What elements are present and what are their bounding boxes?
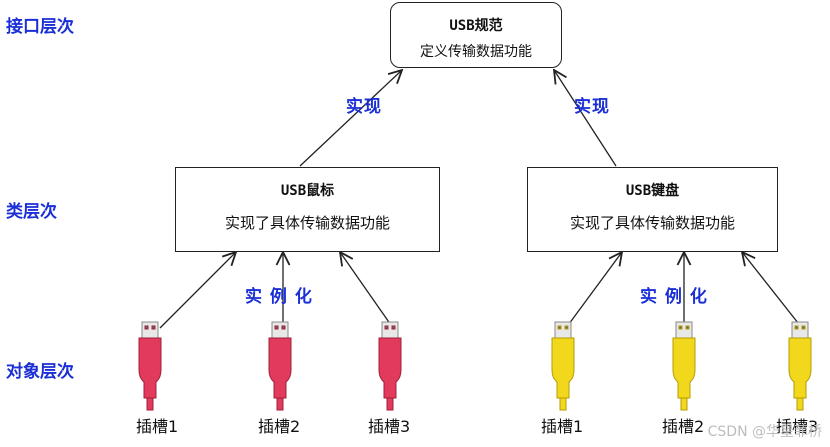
usb-spec-desc: 定义传输数据功能 (420, 44, 532, 60)
edge-label-instantiate-right: 实 例 化 (640, 287, 708, 307)
usb-mouse-title: USB鼠标 (280, 183, 335, 199)
slot-label-mouse-1: 插槽1 (136, 417, 179, 436)
usb-keyboard-desc: 实现了具体传输数据功能 (569, 214, 735, 232)
layer-label-object: 对象层次 (6, 362, 74, 382)
arrow-mouse-to-spec (299, 70, 402, 167)
layer-label-interface: 接口层次 (6, 17, 74, 37)
watermark: CSDN @华星菲桥 (707, 424, 822, 440)
usb-mouse-box: USB鼠标 实现了具体传输数据功能 (175, 167, 440, 252)
usb-plug-icon (268, 321, 292, 411)
usb-plug-icon (551, 321, 575, 411)
slot-label-keyboard-2: 插槽2 (662, 417, 705, 436)
layer-label-class: 类层次 (6, 202, 57, 222)
usb-keyboard-title: USB键盘 (625, 183, 680, 199)
usb-plug-icon (378, 321, 402, 411)
usb-mouse-desc: 实现了具体传输数据功能 (224, 214, 390, 232)
edge-label-implement-left: 实现 (346, 97, 382, 117)
usb-keyboard-box: USB键盘 实现了具体传输数据功能 (527, 167, 778, 252)
slot-label-mouse-2: 插槽2 (258, 417, 301, 436)
arrow-slot6-to-keyboard (742, 252, 803, 329)
usb-plug-icon (672, 321, 696, 411)
usb-plug-icon (138, 321, 162, 411)
slot-label-mouse-3: 插槽3 (368, 417, 411, 436)
usb-spec-box: USB规范 定义传输数据功能 (390, 2, 562, 68)
edge-label-instantiate-left: 实 例 化 (245, 287, 313, 307)
usb-plug-icon (788, 321, 812, 411)
edge-label-implement-right: 实现 (574, 97, 610, 117)
arrow-slot1-to-mouse (159, 252, 236, 329)
arrow-slot3-to-mouse (340, 252, 394, 329)
slot-label-keyboard-3: 插槽3 (776, 417, 819, 436)
slot-label-keyboard-1: 插槽1 (541, 417, 584, 436)
usb-spec-title: USB规范 (449, 18, 503, 34)
arrow-keyboard-to-spec (554, 70, 617, 167)
arrow-slot4-to-keyboard (565, 252, 622, 329)
